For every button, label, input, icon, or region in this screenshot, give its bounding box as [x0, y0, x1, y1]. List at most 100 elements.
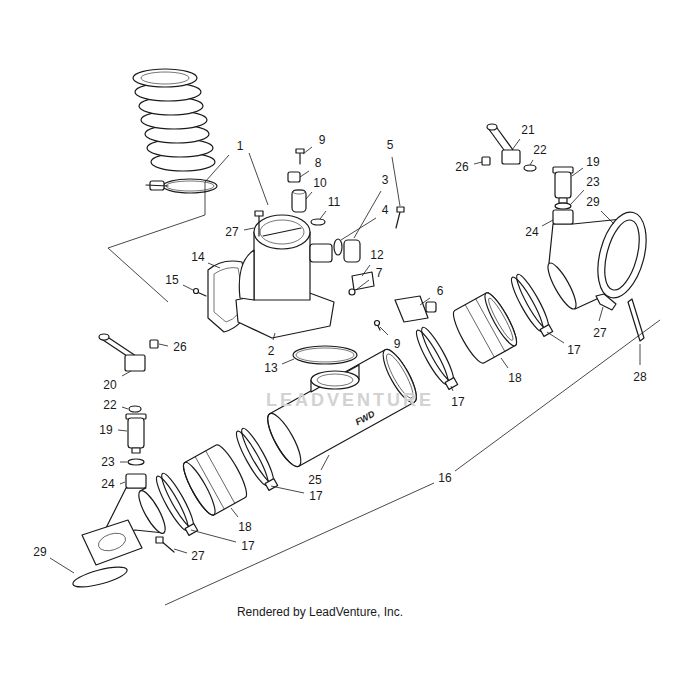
rubber-coupler	[449, 290, 522, 367]
hose-clamp	[152, 272, 555, 538]
intake-runner	[82, 520, 142, 565]
intake-runner	[156, 537, 163, 543]
fuel-injector	[559, 198, 567, 203]
callout-number: 12	[369, 248, 384, 262]
fuel-injector	[555, 172, 571, 198]
leader-line	[300, 171, 309, 177]
idle-parts	[334, 207, 404, 262]
fuel-injector	[129, 406, 141, 412]
rubber-coupler	[486, 296, 516, 342]
leader-line	[530, 160, 533, 165]
group-bracket	[165, 483, 434, 605]
idle-parts	[334, 239, 342, 255]
intake-runner	[628, 299, 644, 341]
tps-sensor	[311, 219, 325, 225]
callout-number: 21	[520, 123, 535, 137]
rubber-coupler	[179, 442, 252, 519]
callout-number: 19	[585, 155, 600, 169]
tps-sensor	[293, 190, 305, 194]
hose-clamp	[417, 325, 458, 385]
callout-number: 23	[100, 455, 115, 469]
leader-line	[231, 508, 238, 517]
callout-number: 26	[454, 160, 469, 174]
hose-clamp	[185, 524, 198, 536]
leader-line	[599, 307, 603, 321]
leader-line	[50, 139, 640, 573]
leader-line	[341, 218, 376, 240]
callout-number: 27	[592, 326, 607, 340]
leader-line	[271, 486, 304, 493]
idle-parts	[396, 212, 400, 228]
callout-number: 11	[327, 195, 341, 209]
callout-number: 28	[632, 370, 647, 384]
intake-runner	[543, 260, 580, 312]
callout-number: 29	[585, 195, 600, 209]
callout-number: 9	[318, 133, 327, 147]
leader-line	[380, 327, 388, 335]
throttle-body	[254, 215, 310, 249]
callout-number: 7	[375, 266, 384, 280]
fuel-injector	[497, 128, 513, 150]
hose-clamp	[237, 426, 278, 486]
intake-boot	[141, 72, 189, 84]
intake-boot	[133, 69, 217, 193]
intake-manifold	[317, 374, 353, 386]
leader-line	[183, 285, 193, 290]
throttle-body	[255, 211, 263, 216]
callout-number: 17	[566, 343, 581, 357]
throttle-cover	[194, 289, 199, 294]
leader-line	[572, 168, 583, 176]
callout-number: 3	[381, 173, 390, 187]
intake-runner	[126, 474, 146, 488]
group-bracket	[249, 153, 268, 205]
rubber-coupler	[480, 290, 521, 349]
leader-line	[174, 549, 187, 553]
fuel-injector	[502, 150, 520, 164]
fuel-injector	[524, 165, 536, 171]
fuel-injector	[99, 334, 109, 340]
throttle-body	[310, 244, 332, 262]
throttle-body	[263, 228, 301, 236]
intake-runner	[71, 563, 129, 591]
idle-parts	[344, 240, 360, 262]
leader-line	[547, 332, 564, 343]
hose-clamp	[507, 272, 555, 339]
callout-number: 19	[98, 423, 113, 437]
leader-line	[303, 147, 312, 154]
group-bracket	[455, 320, 660, 471]
intake-manifold	[311, 365, 359, 392]
leader-line	[118, 430, 127, 431]
intake-boot	[133, 69, 197, 87]
fuel-injector	[555, 203, 571, 209]
callout-number: 2	[267, 344, 276, 358]
callout-number: 17	[240, 539, 255, 553]
intake-runner	[71, 474, 174, 591]
callout-number: 20	[102, 378, 117, 392]
intake-manifold	[262, 409, 307, 470]
rubber-coupler	[449, 290, 522, 367]
leader-line	[392, 157, 400, 206]
leader-line	[356, 280, 369, 290]
leader-line	[50, 558, 74, 573]
leader-line	[273, 333, 275, 340]
rubber-coupler	[465, 305, 494, 357]
intake-runner	[596, 294, 616, 310]
leader-line	[321, 455, 329, 470]
callout-number: 27	[224, 225, 239, 239]
leader-line	[601, 211, 614, 224]
leader-line	[571, 190, 584, 204]
throttle-body	[239, 250, 254, 300]
callout-number: 1	[236, 139, 245, 153]
rubber-coupler	[476, 299, 505, 351]
intake-runner	[553, 210, 573, 224]
hose-clamp	[265, 479, 278, 491]
callout-number: 22	[532, 143, 547, 157]
callout-number: 17	[308, 489, 323, 503]
fuel-injector	[482, 124, 573, 209]
fuel-injector	[128, 418, 144, 448]
intake-runner	[96, 530, 128, 554]
tps-sensor	[288, 172, 300, 182]
map-sensor	[395, 296, 428, 322]
